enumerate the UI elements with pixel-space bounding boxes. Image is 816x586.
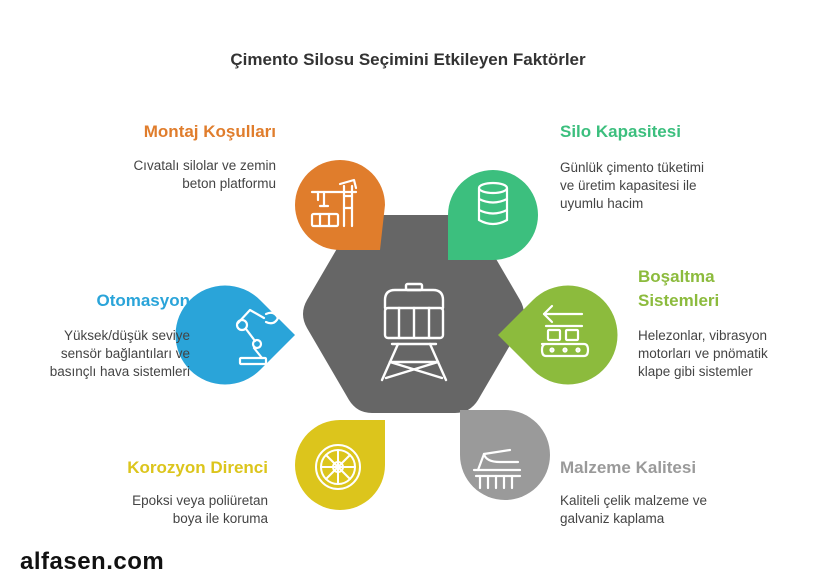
brand-watermark: alfasen.com (20, 548, 165, 575)
kapasite-desc-line: uyumlu hacim (560, 196, 644, 211)
korozyon-title: Korozyon Direnci (127, 458, 268, 477)
bosaltma-title-line: Boşaltma (638, 267, 715, 286)
otomasyon-desc-line: sensör bağlantıları ve (60, 346, 190, 361)
korozyon-desc: Epoksi veya poliüretan boya ile koruma (132, 492, 268, 528)
korozyon-desc-line: Epoksi veya poliüretan (132, 493, 268, 508)
montaj-desc-line: beton platformu (182, 176, 276, 191)
conveyor-unload-icon (540, 304, 590, 358)
protective-wheel-icon (315, 444, 361, 490)
malzeme-desc-line: Kaliteli çelik malzeme ve (560, 493, 708, 508)
silo-tower-icon (380, 282, 448, 382)
database-cylinder-icon (477, 181, 509, 226)
crane-icon (310, 178, 358, 228)
montaj-desc: Cıvatalı silolar ve zemin beton platform… (133, 157, 276, 193)
kapasite-badge (448, 170, 538, 260)
malzeme-badge (460, 410, 550, 500)
robot-arm-icon (235, 308, 280, 366)
bosaltma-desc-line: Helezonlar, vibrasyon (638, 328, 768, 343)
bosaltma-title: Boşaltma Sistemleri (638, 265, 719, 313)
montaj-badge (295, 160, 385, 250)
bosaltma-badge (498, 285, 618, 385)
bosaltma-title-line: Sistemleri (638, 291, 720, 310)
malzeme-title: Malzeme Kalitesi (560, 458, 697, 477)
otomasyon-desc-line: Yüksek/düşük seviye (63, 328, 190, 343)
otomasyon-badge (175, 285, 295, 385)
steel-rail-icon (472, 448, 522, 490)
kapasite-desc-line: Günlük çimento tüketimi (560, 160, 705, 175)
otomasyon-title: Otomasyon (96, 291, 190, 310)
kapasite-title: Silo Kapasitesi (560, 122, 681, 141)
otomasyon-desc: Yüksek/düşük seviye sensör bağlantıları … (50, 327, 190, 381)
korozyon-desc-line: boya ile koruma (172, 511, 268, 526)
montaj-title: Montaj Koşulları (143, 122, 276, 141)
bosaltma-desc-line: klape gibi sistemler (638, 364, 753, 379)
page-title: Çimento Silosu Seçimini Etkileyen Faktör… (230, 50, 586, 69)
malzeme-desc-line: galvaniz kaplama (560, 511, 665, 526)
otomasyon-desc-line: basınçlı hava sistemleri (49, 364, 190, 379)
bosaltma-desc: Helezonlar, vibrasyon motorları ve pnöma… (638, 327, 768, 381)
montaj-desc-line: Cıvatalı silolar ve zemin (133, 158, 276, 173)
bosaltma-desc-line: motorları ve pnömatik (638, 346, 768, 361)
kapasite-desc-line: ve üretim kapasitesi ile (560, 178, 697, 193)
kapasite-desc: Günlük çimento tüketimi ve üretim kapasi… (560, 159, 704, 213)
malzeme-desc: Kaliteli çelik malzeme ve galvaniz kapla… (560, 492, 707, 528)
